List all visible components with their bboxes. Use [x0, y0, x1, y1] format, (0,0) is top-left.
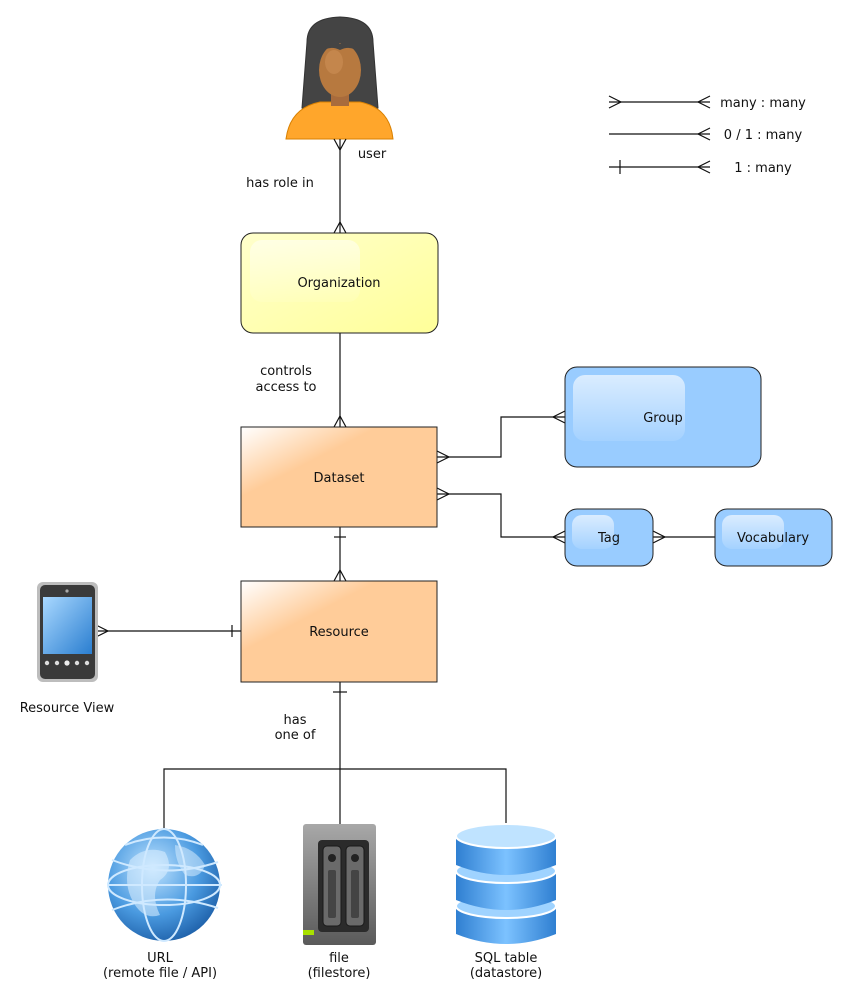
relation-controls-line1: controls — [260, 364, 312, 379]
server-icon — [303, 824, 376, 945]
entity-organization[interactable]: Organization — [240, 232, 439, 334]
entity-dataset[interactable]: Dataset — [240, 426, 438, 528]
storage-file-line2: (filestore) — [308, 966, 371, 981]
user-avatar-icon — [285, 16, 394, 140]
globe-icon — [107, 828, 222, 942]
edge-resource-storage — [163, 682, 507, 828]
edge-dataset-resource — [333, 527, 347, 582]
storage-url-line1: URL — [147, 951, 174, 966]
edge-tag-vocabulary — [652, 530, 715, 544]
entity-tag[interactable]: Tag — [564, 508, 654, 567]
legend-zero-one-many-symbol — [609, 127, 711, 141]
storage-sql-line1: SQL table — [475, 951, 538, 966]
entity-resource[interactable]: Resource — [240, 580, 438, 683]
relation-has-line1: has — [284, 713, 307, 728]
edge-dataset-tag — [436, 487, 566, 544]
entity-group[interactable]: Group — [564, 366, 762, 468]
entity-tag-label: Tag — [597, 531, 620, 546]
user-label: user — [358, 147, 387, 162]
entity-resource-label: Resource — [309, 625, 369, 640]
entity-vocabulary[interactable]: Vocabulary — [714, 508, 833, 567]
storage-url-line2: (remote file / API) — [103, 966, 217, 981]
edge-resource-resource-view — [95, 624, 241, 638]
legend-many-many-symbol — [608, 95, 711, 109]
edge-dataset-group — [436, 410, 566, 464]
edge-organization-dataset — [333, 333, 347, 428]
relation-controls-line2: access to — [256, 380, 317, 395]
legend-zero-one-many-label: 0 / 1 : many — [724, 128, 803, 143]
legend-many-many-label: many : many — [720, 96, 806, 111]
legend: many : many 0 / 1 : many 1 : many — [608, 95, 806, 176]
relation-has-role-in: has role in — [246, 176, 314, 191]
legend-one-many-symbol — [609, 160, 711, 174]
resource-view-label: Resource View — [20, 701, 115, 716]
entity-group-label: Group — [643, 411, 683, 426]
entity-vocabulary-label: Vocabulary — [737, 531, 809, 546]
entity-dataset-label: Dataset — [314, 471, 365, 486]
legend-one-many-label: 1 : many — [734, 161, 792, 176]
entity-organization-label: Organization — [297, 276, 380, 291]
relation-has-line2: one of — [275, 728, 316, 743]
edge-user-organization — [333, 138, 347, 234]
database-icon — [455, 823, 557, 944]
storage-sql-line2: (datastore) — [470, 966, 542, 981]
mobile-device-icon — [37, 582, 98, 682]
storage-file-line1: file — [329, 951, 349, 966]
